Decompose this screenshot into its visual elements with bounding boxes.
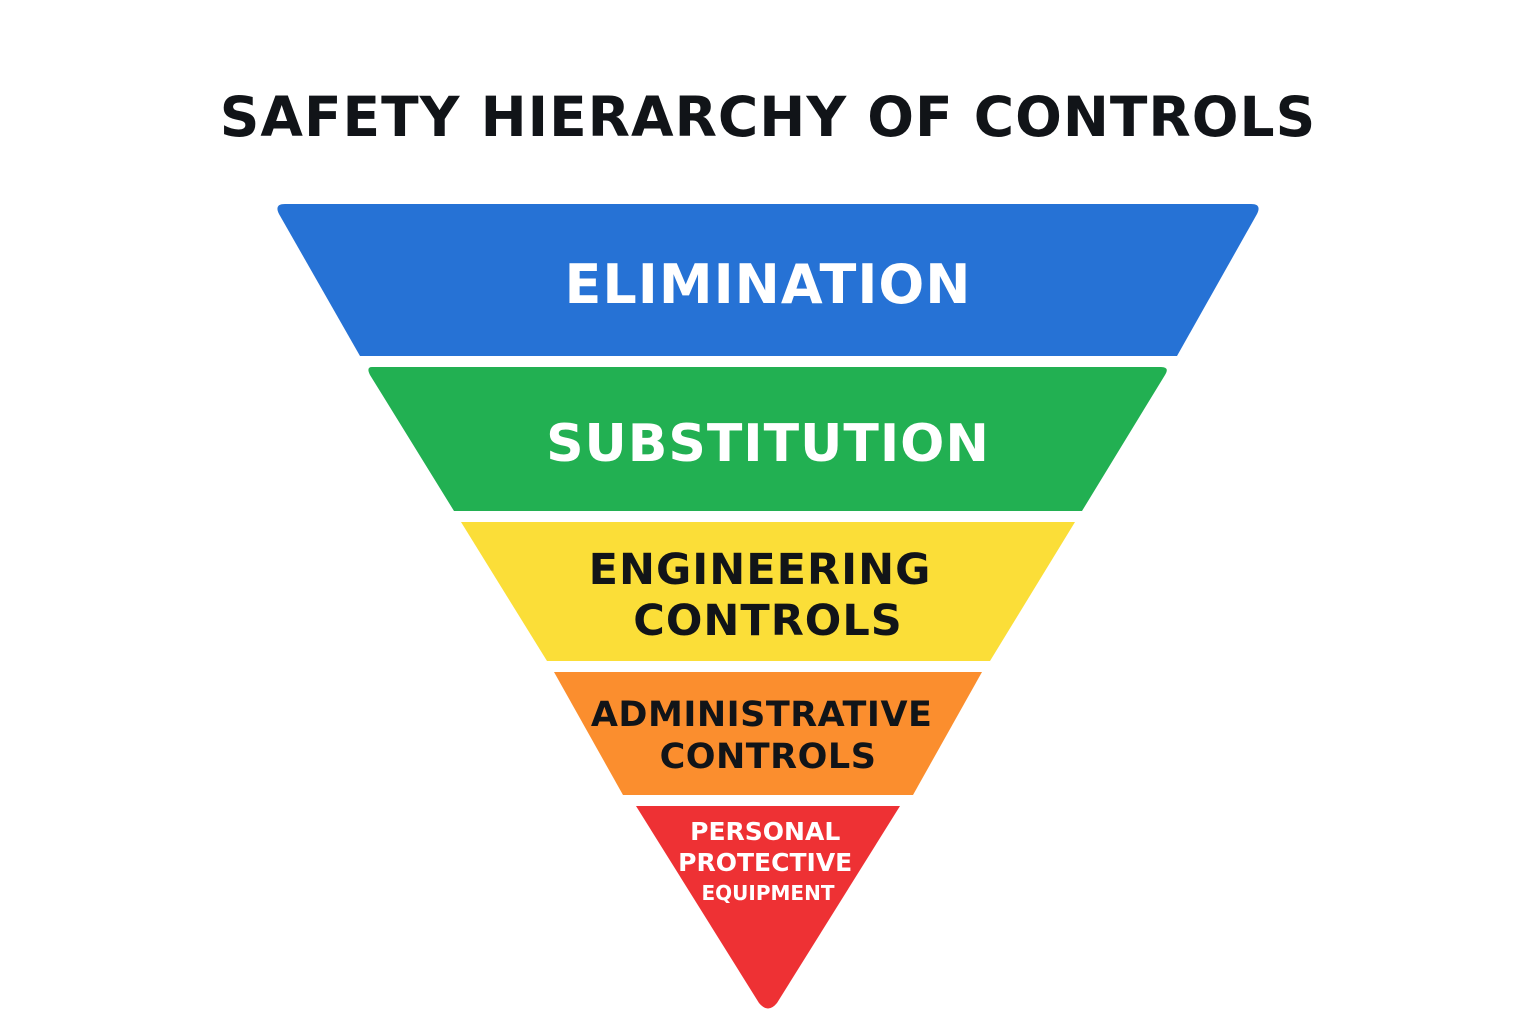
level-substitution-label: SUBSTITUTION <box>546 414 990 474</box>
level-elimination-line-1: ELIMINATION <box>564 253 971 316</box>
level-substitution: SUBSTITUTION <box>368 367 1167 511</box>
level-administrative-controls: ADMINISTRATIVE CONTROLS <box>554 672 982 795</box>
level-engineering-controls: ENGINEERING CONTROLS <box>461 522 1075 661</box>
level-personal-protective-equipment-band <box>636 806 900 1009</box>
level-personal-protective-equipment-label: PERSONAL PROTECTIVE EQUIPMENT <box>678 817 858 905</box>
level-substitution-band <box>368 367 1167 511</box>
level-personal-protective-equipment-line-3: EQUIPMENT <box>702 881 835 905</box>
page-title: SAFETY HIERARCHY OF CONTROLS <box>219 85 1317 149</box>
level-personal-protective-equipment: PERSONAL PROTECTIVE EQUIPMENT <box>636 806 900 1009</box>
level-engineering-controls-line-2: CONTROLS <box>633 596 902 646</box>
level-administrative-controls-band <box>554 672 982 795</box>
level-engineering-controls-label: ENGINEERING CONTROLS <box>589 545 948 646</box>
level-administrative-controls-line-1: ADMINISTRATIVE <box>591 695 933 735</box>
level-elimination: ELIMINATION <box>277 204 1259 356</box>
level-engineering-controls-line-1: ENGINEERING <box>589 545 932 595</box>
level-engineering-controls-band <box>461 522 1075 661</box>
level-administrative-controls-label: ADMINISTRATIVE CONTROLS <box>591 695 945 777</box>
level-elimination-label: ELIMINATION <box>564 253 971 316</box>
level-personal-protective-equipment-line-1: PERSONAL <box>690 817 840 846</box>
level-substitution-line-1: SUBSTITUTION <box>546 414 990 474</box>
level-elimination-band <box>277 204 1259 356</box>
level-administrative-controls-line-2: CONTROLS <box>660 737 877 777</box>
level-personal-protective-equipment-line-2: PROTECTIVE <box>678 848 852 877</box>
